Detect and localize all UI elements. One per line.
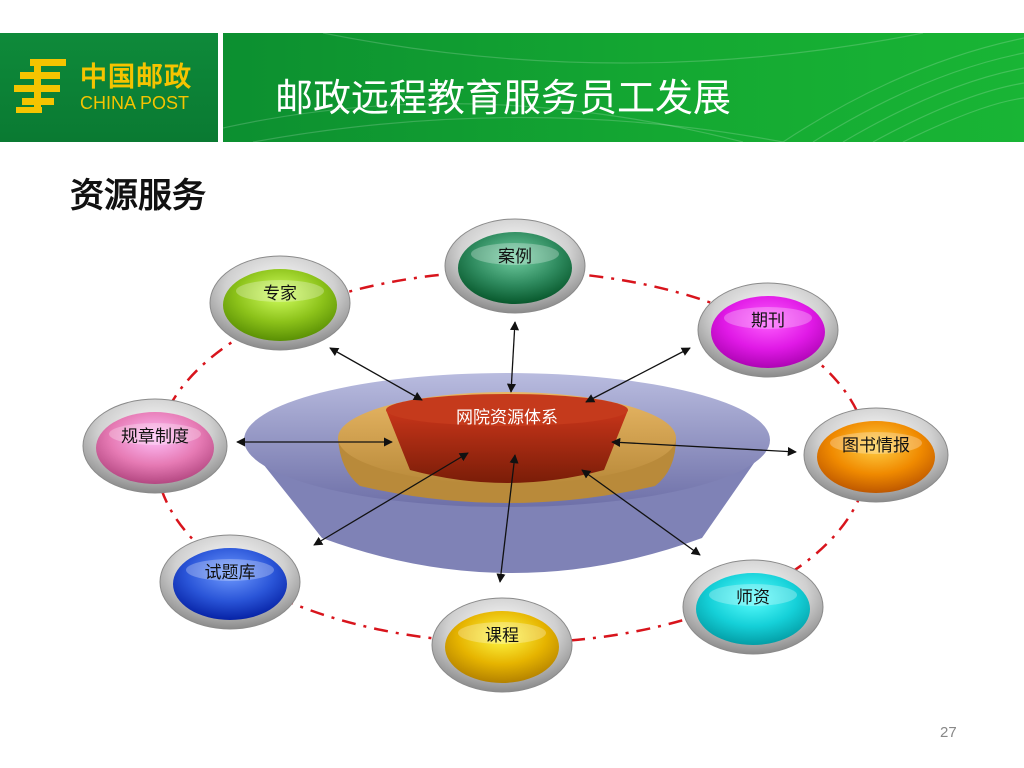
section-subtitle: 资源服务	[70, 176, 206, 216]
decorative-arcs	[223, 33, 1024, 142]
node-highlight-shiti	[186, 559, 274, 581]
header-bar: 中国邮政 CHINA POST 邮政远程教育服务员工发展	[0, 33, 1024, 142]
node-fill-shiti	[173, 548, 287, 620]
connector-arrow-shizi	[581, 469, 701, 556]
node-highlight-zhuanjia	[236, 280, 324, 302]
node-fill-zhuanjia	[223, 269, 337, 341]
node-label-tushu: 图书情报	[842, 436, 910, 456]
connector-arrow-zhuanjia	[329, 347, 423, 401]
node-label-guizhang: 规章制度	[121, 427, 189, 447]
node-label-shizi: 师资	[736, 588, 770, 608]
node-shiti: 试题库	[159, 534, 301, 630]
connector-arrows	[236, 321, 797, 583]
node-guizhang: 规章制度	[82, 398, 228, 494]
node-kecheng: 课程	[431, 597, 573, 693]
node-highlight-kecheng	[458, 622, 546, 644]
connector-arrow-anli	[506, 321, 520, 393]
connector-arrow-qikan	[585, 347, 691, 403]
title-band: 邮政远程教育服务员工发展	[223, 33, 1024, 142]
node-label-shiti: 试题库	[205, 563, 256, 583]
node-highlight-anli	[471, 243, 559, 265]
header-separator	[218, 33, 223, 142]
node-tushu: 图书情报	[803, 407, 949, 503]
node-highlight-tushu	[830, 432, 922, 454]
node-label-zhuanjia: 专家	[263, 284, 297, 304]
logo-chinese-text: 中国邮政	[80, 62, 192, 93]
node-zhuanjia: 专家	[209, 255, 351, 351]
node-fill-shizi	[696, 573, 810, 645]
node-qikan: 期刊	[697, 282, 839, 378]
node-label-anli: 案例	[498, 247, 532, 267]
page-number: 27	[940, 724, 957, 741]
node-fill-kecheng	[445, 611, 559, 683]
node-highlight-qikan	[724, 307, 812, 329]
node-fill-anli	[458, 232, 572, 304]
node-fill-qikan	[711, 296, 825, 368]
node-highlight-shizi	[709, 584, 797, 606]
center-label: 网院资源体系	[456, 408, 558, 428]
china-post-logo: 中国邮政 CHINA POST	[0, 33, 218, 142]
connector-arrow-kecheng	[496, 454, 519, 583]
node-fill-guizhang	[96, 412, 214, 484]
logo-english-text: CHINA POST	[80, 93, 190, 113]
node-anli: 案例	[444, 218, 586, 314]
node-label-qikan: 期刊	[751, 311, 785, 331]
connector-arrow-shiti	[313, 452, 469, 546]
connector-arrow-tushu	[611, 437, 797, 457]
core-top	[386, 394, 628, 426]
page-title: 邮政远程教育服务员工发展	[275, 76, 732, 120]
china-post-emblem-icon	[14, 59, 66, 113]
node-highlight-guizhang	[109, 423, 201, 445]
node-shizi: 师资	[682, 559, 824, 655]
node-fill-tushu	[817, 421, 935, 493]
node-label-kecheng: 课程	[485, 626, 519, 646]
